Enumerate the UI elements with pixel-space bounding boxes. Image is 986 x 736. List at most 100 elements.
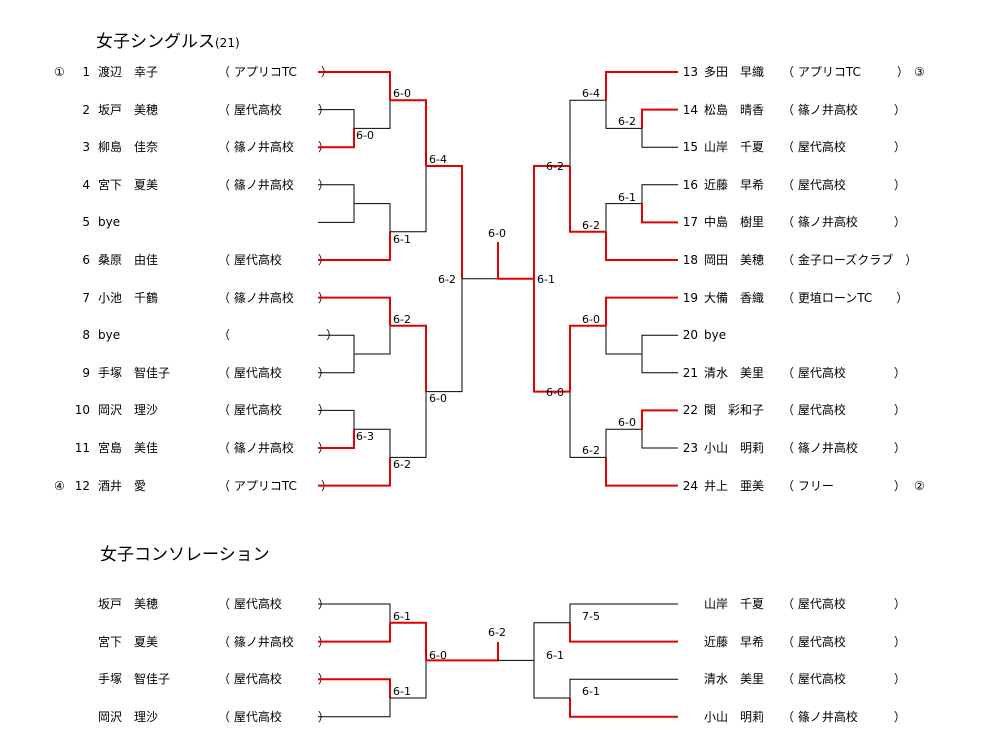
player-club: （ 篠ノ井高校 ） (218, 290, 330, 305)
player-club: （ 屋代高校 ） (218, 597, 330, 611)
player-number: 1 (82, 65, 90, 79)
player-name: 宮下 夏美 (98, 177, 159, 192)
cons-line-l1 (318, 603, 391, 623)
player-number: 8 (82, 328, 90, 343)
score-label: 6-0 (582, 312, 600, 326)
player-club: （ 屋代高校 ） (782, 634, 906, 649)
player-number: 19 (682, 290, 698, 305)
player-club: （ 屋代高校 ） (218, 403, 330, 418)
player-name: 宮下 夏美 (98, 634, 159, 649)
player-name: 大備 香織 (704, 290, 765, 305)
player-name: 坂戸 美穂 (98, 597, 159, 611)
line-w1617 (605, 203, 642, 232)
player-number: 20 (682, 328, 698, 343)
player-name: 小池 千鶴 (98, 290, 159, 305)
player-name: 酒井 愛 (98, 478, 147, 493)
line-qb (426, 278, 463, 393)
consolation-title: 女子コンソレーション (100, 545, 270, 565)
line-p11 (318, 429, 355, 449)
score-label: 6-2 (582, 218, 600, 232)
line-w18 (569, 166, 606, 233)
score-label: 7-5 (582, 609, 600, 623)
player-club: （ 篠ノ井高校 ） (218, 441, 330, 455)
score-label: 6-0 (429, 649, 447, 663)
line-p20-p21 (641, 334, 678, 374)
player-club: （ 屋代高校 ） (782, 140, 906, 155)
player-number: 24 (682, 478, 698, 493)
player-club: （ 屋代高校 ） (782, 672, 906, 687)
cons-line-lw2 (390, 660, 427, 699)
line-p22 (641, 409, 678, 430)
line-p12 (318, 457, 391, 487)
cons-line-r2 (569, 622, 678, 643)
score-label: 6-0 (429, 391, 447, 405)
player-club: （ 篠ノ井高校 ） (218, 140, 330, 155)
line-p16 (641, 184, 678, 204)
player-club: （ 屋代高校 ） (218, 672, 330, 687)
cons-line-rw2 (533, 660, 570, 699)
line-final-right (497, 242, 534, 280)
line-w19 (569, 324, 606, 392)
score-label: 6-0 (393, 87, 411, 101)
player-name: 岡沢 理沙 (98, 403, 159, 418)
line-p2 (318, 109, 355, 129)
player-club: （ 更埴ローンTC ） (782, 290, 909, 305)
player-number: 6 (82, 253, 90, 267)
player-number: 3 (82, 140, 90, 155)
line-w1 (390, 99, 427, 166)
player-name: 松島 晴香 (704, 102, 765, 117)
line-p17 (641, 203, 678, 224)
player-name: 坂戸 美穂 (98, 102, 159, 117)
player-club: （ 屋代高校 ） (218, 253, 330, 267)
player-number: 23 (682, 441, 698, 455)
line-p1 (318, 71, 391, 101)
score-label: 6-2 (582, 444, 600, 458)
line-p8-p9 (318, 334, 355, 374)
player-number: 17 (682, 215, 698, 230)
line-p13 (605, 71, 678, 101)
score-label: 6-4 (429, 153, 447, 166)
player-name: 宮島 美佳 (98, 441, 159, 455)
player-club: （ 篠ノ井高校 ） (218, 634, 330, 649)
seed-mark: ④ (54, 478, 65, 493)
line-w45 (354, 203, 391, 232)
score-label: 6-2 (488, 626, 506, 639)
player-name: 近藤 早希 (704, 634, 765, 649)
line-p15 (641, 128, 678, 148)
player-name: 井上 亜美 (704, 478, 765, 493)
singles-title-text: 女子シングルス (96, 32, 215, 52)
score-label: 6-0 (546, 385, 564, 399)
score-label: 6-0 (488, 227, 506, 240)
cons-line-lw1 (390, 621, 427, 661)
player-number: 16 (682, 177, 698, 192)
player-club: （ アプリコTC ） (782, 65, 909, 79)
line-w2021 (605, 325, 642, 355)
player-club: （ 篠ノ井高校 ） (782, 102, 906, 117)
line-w24 (569, 391, 606, 458)
player-club: （ 屋代高校 ） (782, 403, 906, 418)
cons-line-l3 (318, 678, 391, 698)
player-club: （ 篠ノ井高校 ） (782, 441, 906, 455)
player-name: 手塚 智佳子 (98, 672, 171, 687)
player-name: bye (704, 328, 727, 343)
player-name: 近藤 早希 (704, 177, 765, 192)
cons-line-l2 (318, 622, 391, 643)
player-number: 5 (82, 215, 90, 230)
player-name: 関 彩和子 (704, 403, 765, 418)
line-w1011 (354, 428, 391, 458)
score-label: 6-1 (393, 232, 411, 246)
seed-mark: ② (914, 478, 925, 493)
player-name: 桑原 由佳 (98, 253, 159, 267)
score-label: 6-0 (618, 416, 636, 430)
score-label: 6-1 (618, 190, 636, 204)
player-club: （ 屋代高校 ） (218, 365, 330, 380)
player-number: 10 (74, 403, 90, 418)
player-name: 中島 樹里 (704, 215, 765, 230)
player-club: （ 屋代高校 ） (782, 365, 906, 380)
line-p18 (605, 231, 678, 261)
score-label: 6-2 (546, 160, 564, 173)
seed-mark: ① (54, 65, 65, 79)
score-label: 6-1 (537, 272, 555, 286)
player-number: 13 (682, 65, 698, 79)
